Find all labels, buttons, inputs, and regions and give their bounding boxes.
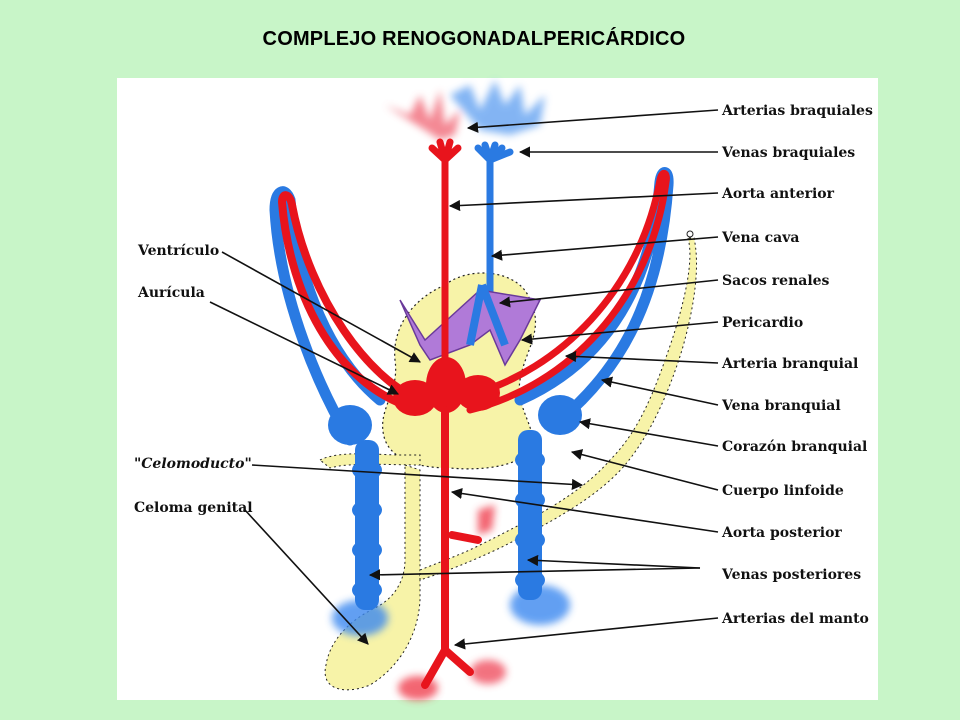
label-celomoducto: "Celomoducto" <box>134 456 252 472</box>
left-posterior-vein <box>328 405 382 610</box>
anterior-aorta <box>428 138 462 374</box>
label-corazon-branquial: Corazón branquial <box>722 439 867 455</box>
label-venas-braquiales: Venas braquiales <box>721 145 855 161</box>
label-celoma-genital: Celoma genital <box>134 500 253 516</box>
slide-title: COMPLEJO RENOGONADALPERICÁRDICO <box>262 28 686 50</box>
label-cuerpo-linfoide: Cuerpo linfoide <box>722 483 844 499</box>
label-vena-branquial: Vena branquial <box>721 398 841 414</box>
label-vena-cava: Vena cava <box>721 230 799 246</box>
label-ventriculo: Ventrículo <box>137 243 219 259</box>
label-sacos-renales: Sacos renales <box>722 273 830 289</box>
label-arterias-braquiales: Arterias braquiales <box>721 103 873 119</box>
label-auricula: Aurícula <box>137 285 205 301</box>
heart <box>393 357 500 416</box>
label-aorta-posterior: Aorta posterior <box>721 525 842 541</box>
left-branchial-vein <box>269 186 386 446</box>
posterior-aorta <box>421 406 482 689</box>
label-arteria-branquial: Arteria branquial <box>721 356 858 372</box>
left-branchial-artery <box>277 191 424 414</box>
label-pericardio: Pericardio <box>722 315 803 331</box>
label-venas-posteriores: Venas posteriores <box>721 567 861 583</box>
label-aorta-anterior: Aorta anterior <box>721 186 835 202</box>
lymphoid-body-shape <box>419 237 698 581</box>
label-arterias-del-manto: Arterias del manto <box>721 611 869 627</box>
right-posterior-vein <box>515 395 582 600</box>
vena-cava <box>474 141 514 304</box>
